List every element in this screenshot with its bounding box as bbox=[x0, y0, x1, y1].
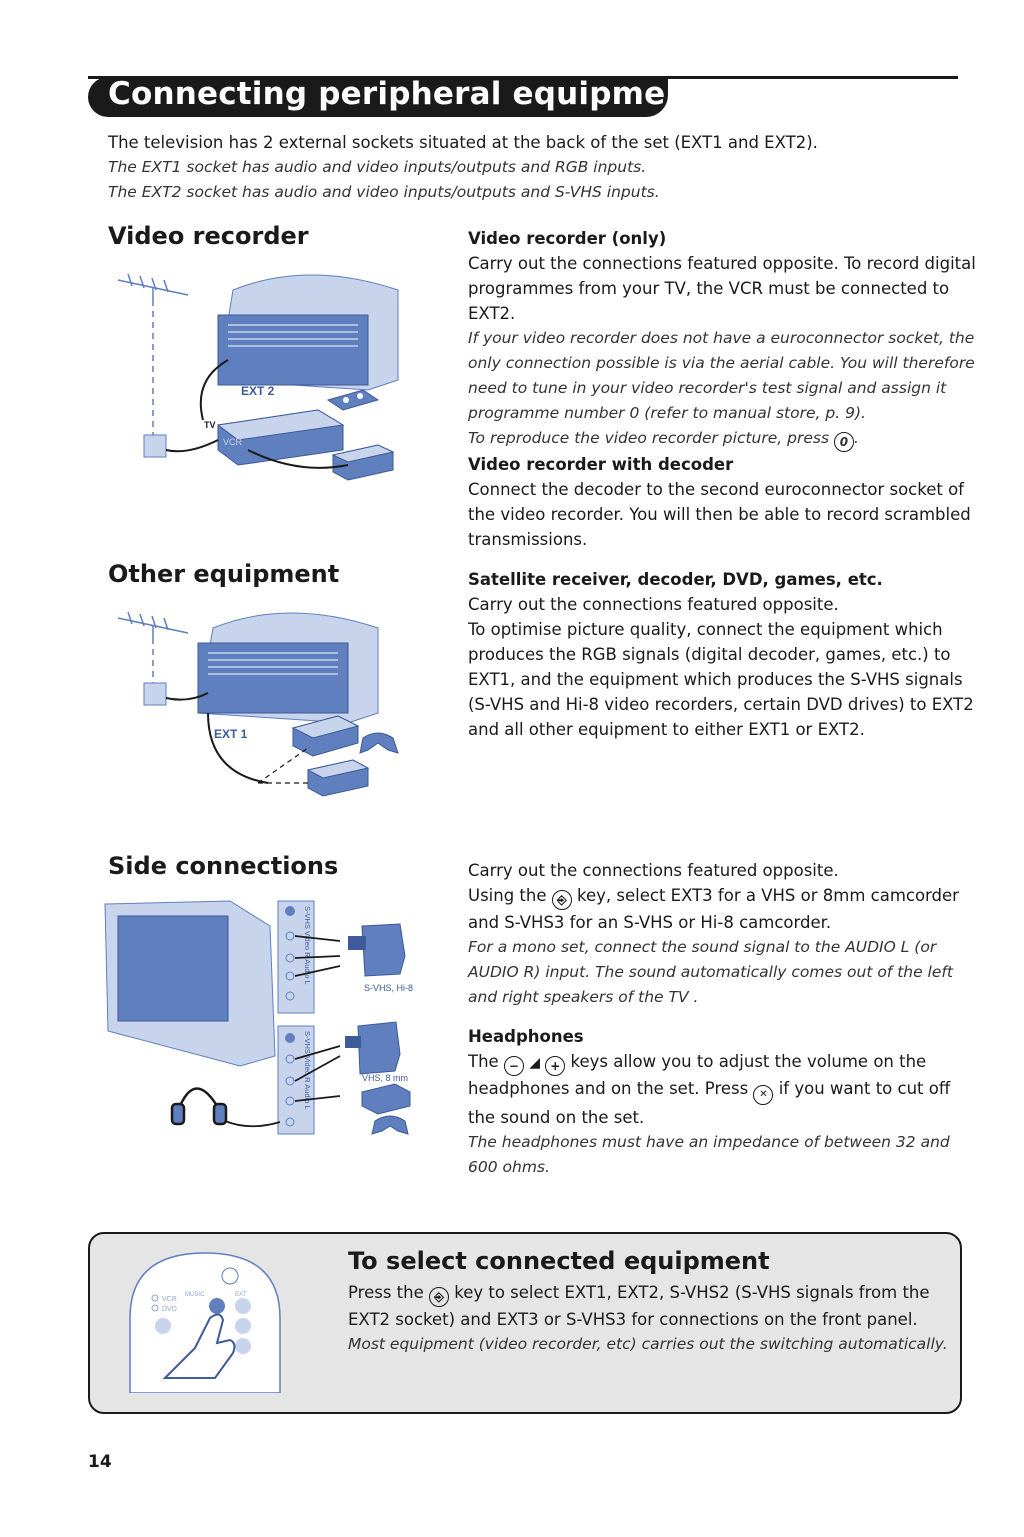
paragraph: The − ◢ + keys allow you to adjust the v… bbox=[468, 1049, 978, 1130]
paragraph: Carry out the connections featured oppos… bbox=[468, 595, 839, 614]
intro-text: The television has 2 external sockets si… bbox=[108, 130, 968, 205]
play-icon bbox=[235, 1338, 251, 1354]
other-equipment-illustration: EXT 1 bbox=[117, 611, 399, 797]
paragraph: To optimise picture quality, connect the… bbox=[468, 620, 974, 739]
decoder-icon bbox=[331, 444, 395, 481]
pointing-hand-icon bbox=[162, 1313, 236, 1379]
select-box-title: To select connected equipment bbox=[348, 1247, 770, 1275]
subheading-satellite: Satellite receiver, decoder, DVD, games,… bbox=[468, 570, 883, 589]
paragraph-note: For a mono set, connect the sound signal… bbox=[468, 938, 953, 1006]
subheading-video-recorder-decoder: Video recorder with decoder bbox=[468, 455, 734, 474]
cables bbox=[165, 692, 309, 784]
av-button-icon bbox=[209, 1298, 225, 1314]
remote-vcr-label: VCR bbox=[162, 1296, 177, 1303]
paragraph: Press the ⎆ key to select EXT1, EXT2, S-… bbox=[348, 1280, 948, 1332]
intro-line-ext2: The EXT2 socket has audio and video inpu… bbox=[108, 183, 660, 201]
mute-key-icon: ✕ bbox=[753, 1085, 774, 1105]
section-title-side-connections: Side connections bbox=[108, 852, 339, 880]
section-title-other-equipment: Other equipment bbox=[108, 560, 340, 588]
tv-front-icon bbox=[104, 900, 276, 1067]
side-connections-illustration: S-VHS Video R Audio L S-VHS Video R Audi… bbox=[104, 900, 413, 1135]
other-equipment-text: Satellite receiver, decoder, DVD, games,… bbox=[468, 567, 978, 742]
side-socket-panel-upper bbox=[277, 900, 315, 1014]
text-span: . bbox=[853, 429, 859, 447]
text-span: keys allow you to adjust the volume on t… bbox=[468, 1052, 927, 1098]
gamepad-icon bbox=[359, 732, 399, 754]
video-recorder-illustration: EXT 2 TV VCR bbox=[117, 273, 399, 481]
remote-dvd-label: DVD bbox=[162, 1306, 177, 1313]
paragraph: Carry out the connections featured oppos… bbox=[468, 861, 839, 880]
remote-music-label: MUSIC bbox=[185, 1292, 205, 1298]
paragraph: Using the ⎆ key, select EXT3 for a VHS o… bbox=[468, 883, 978, 935]
side-socket-panel-lower bbox=[277, 1025, 315, 1135]
text-span: Press the bbox=[348, 1283, 424, 1302]
text-span: key, select EXT3 for a VHS or 8mm camcor… bbox=[468, 886, 959, 932]
fast-forward-icon bbox=[235, 1298, 251, 1314]
remote-control-illustration: VCR DVD MUSIC EXT bbox=[129, 1252, 281, 1393]
text-span: if you want to cut off the sound on the … bbox=[468, 1079, 951, 1127]
subheading-video-recorder-only: Video recorder (only) bbox=[468, 229, 667, 248]
antenna-icon bbox=[117, 273, 189, 435]
page-title: Connecting peripheral equipment bbox=[108, 76, 703, 112]
stop-icon bbox=[235, 1318, 251, 1334]
paragraph-note: If your video recorder does not have a e… bbox=[468, 329, 975, 422]
ext1-label: EXT 1 bbox=[214, 727, 248, 741]
av-source-key-icon: ⎆ bbox=[429, 1287, 449, 1307]
video-recorder-text: Video recorder (only) Carry out the conn… bbox=[468, 226, 978, 552]
ext2-label: EXT 2 bbox=[241, 384, 275, 398]
camcorder-icon bbox=[348, 923, 406, 977]
volume-icon: ◢ bbox=[529, 1055, 540, 1071]
av-source-key-icon: ⎆ bbox=[551, 890, 572, 910]
socket-label: S-VHS Video R Audio L bbox=[303, 906, 312, 985]
volume-plus-key-icon: + bbox=[545, 1056, 566, 1076]
remote-ext-label: EXT bbox=[235, 1292, 247, 1298]
section-title-video-recorder: Video recorder bbox=[108, 222, 309, 250]
tv-plug-label: TV bbox=[204, 420, 216, 430]
cassette-icon bbox=[326, 389, 380, 411]
side-connections-text: Carry out the connections featured oppos… bbox=[468, 858, 978, 1180]
svhs-hi8-label: S-VHS, Hi-8 bbox=[364, 983, 413, 993]
text-span: The bbox=[468, 1052, 499, 1071]
volume-minus-key-icon: − bbox=[503, 1056, 524, 1076]
text-span: Using the bbox=[468, 886, 547, 905]
paragraph-note-press: To reproduce the video recorder picture,… bbox=[468, 426, 978, 452]
text-span: To reproduce the video recorder picture,… bbox=[468, 429, 830, 447]
game-console-icon bbox=[291, 715, 360, 757]
header-banner bbox=[88, 77, 668, 117]
intro-line-ext1: The EXT1 socket has audio and video inpu… bbox=[108, 158, 647, 176]
key-0-icon: 0 bbox=[833, 432, 854, 452]
intro-line: The television has 2 external sockets si… bbox=[108, 133, 818, 152]
select-box-text: Press the ⎆ key to select EXT1, EXT2, S-… bbox=[348, 1280, 948, 1357]
vcr-label: VCR bbox=[223, 437, 243, 447]
wall-socket-icon bbox=[143, 434, 167, 458]
cables bbox=[165, 359, 349, 469]
paragraph-note: The headphones must have an impedance of… bbox=[468, 1133, 950, 1176]
cables bbox=[224, 935, 341, 1128]
game-console-icon bbox=[361, 1083, 411, 1115]
paragraph-note: Most equipment (video recorder, etc) car… bbox=[348, 1335, 948, 1353]
tv-back-icon bbox=[197, 612, 379, 724]
power-icon bbox=[221, 1267, 239, 1285]
socket-label: S-VHS Video R Audio L bbox=[303, 1031, 312, 1110]
camcorder-icon bbox=[345, 1021, 401, 1075]
paragraph: Carry out the connections featured oppos… bbox=[468, 254, 976, 323]
antenna-icon bbox=[117, 611, 189, 683]
paragraph: Connect the decoder to the second euroco… bbox=[468, 480, 971, 549]
vhs-8mm-label: VHS, 8 mm bbox=[362, 1073, 408, 1083]
text-span: key to select EXT1, EXT2, S-VHS2 (S-VHS … bbox=[348, 1283, 930, 1329]
tv-back-icon bbox=[217, 274, 399, 391]
subheading-headphones: Headphones bbox=[468, 1027, 584, 1046]
wall-socket-icon bbox=[143, 682, 167, 706]
page-number: 14 bbox=[88, 1452, 112, 1472]
decoder-icon bbox=[306, 759, 370, 797]
headphones-icon bbox=[170, 1087, 228, 1126]
gamepad-icon bbox=[371, 1115, 409, 1135]
